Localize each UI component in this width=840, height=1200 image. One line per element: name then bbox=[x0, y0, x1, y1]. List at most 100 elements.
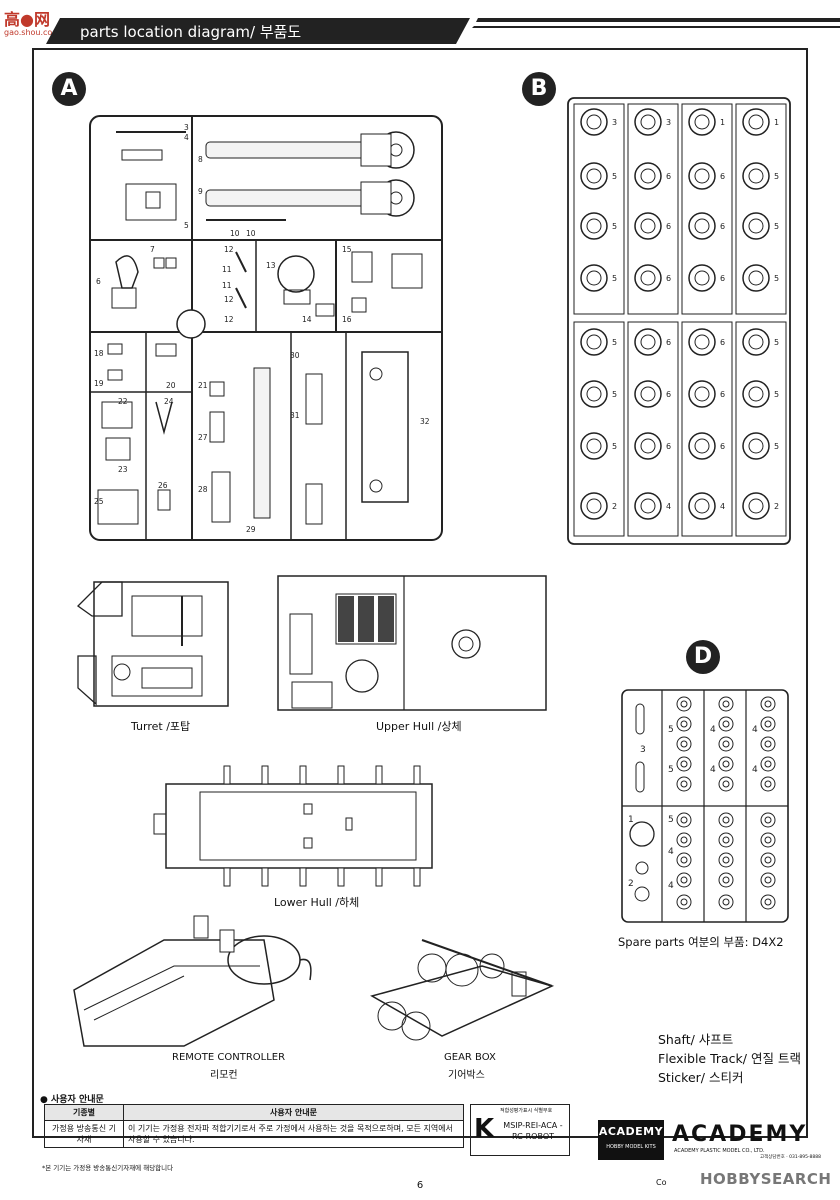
sprue-d-gear-hub bbox=[680, 876, 688, 884]
notice-row-label: 가정용 방송통신 기자재 bbox=[44, 1120, 124, 1148]
academy-hobby-logo: ACADEMY HOBBY MODEL KITS bbox=[598, 1120, 664, 1160]
sprue-b-wheel bbox=[580, 380, 608, 408]
sprue-d-gear bbox=[676, 736, 692, 752]
sprue-b-wheel bbox=[688, 380, 716, 408]
sprue-b-number: 6 bbox=[720, 338, 725, 347]
sprue-b-wheel bbox=[634, 264, 662, 292]
sprue-b-wheel bbox=[688, 108, 716, 136]
spare-parts-caption: Spare parts 여분의 부품: D4X2 bbox=[618, 935, 784, 949]
sprue-d-gear-hub bbox=[722, 780, 730, 788]
sprue-d-gear bbox=[760, 872, 776, 888]
sprue-d-gear bbox=[760, 736, 776, 752]
sprue-d-gear-hub bbox=[680, 780, 688, 788]
sprue-b-wheel-hub bbox=[748, 438, 764, 454]
sprue-a-number: 31 bbox=[290, 411, 300, 420]
sprue-b-number: 5 bbox=[612, 338, 617, 347]
sprue-b-wheel-hub bbox=[586, 168, 602, 184]
sprue-b-wheel bbox=[580, 328, 608, 356]
sprue-b-wheel-hub bbox=[748, 114, 764, 130]
sprue-b-wheel-hub bbox=[748, 218, 764, 234]
sprue-b-wheel-hub bbox=[694, 270, 710, 286]
sprue-d-gear bbox=[718, 852, 734, 868]
lower-hull-caption: Lower Hull /하체 bbox=[274, 896, 360, 909]
sprue-a-number: 9 bbox=[198, 187, 203, 196]
sprue-b-wheel-hub bbox=[748, 386, 764, 402]
sprue-b-wheel-hub bbox=[640, 438, 656, 454]
kc-box bbox=[470, 1104, 570, 1156]
sprue-d-gear bbox=[718, 832, 734, 848]
sprue-b-wheel bbox=[688, 328, 716, 356]
sprue-d-gear bbox=[760, 832, 776, 848]
sprue-b-number: 5 bbox=[774, 172, 779, 181]
sprue-b-number: 5 bbox=[774, 338, 779, 347]
sprue-a-number: 13 bbox=[266, 261, 276, 270]
sprue-b-number: 5 bbox=[612, 390, 617, 399]
notice-footnote: *본 기기는 가정용 방송통신기자재에 해당합니다 bbox=[42, 1164, 174, 1172]
sprue-d-gear bbox=[760, 776, 776, 792]
gear-box-drawing bbox=[370, 939, 555, 1041]
sprue-b-number: 3 bbox=[666, 118, 671, 127]
kc-small-text: 적합성평가표시 식별부호 bbox=[500, 1108, 553, 1114]
sprue-b-wheel-hub bbox=[748, 168, 764, 184]
sprue-b-wheel bbox=[580, 432, 608, 460]
sprue-b-wheel-hub bbox=[694, 498, 710, 514]
sprue-d-gear bbox=[718, 716, 734, 732]
sprue-d-gear bbox=[676, 832, 692, 848]
sprue-b-number: 5 bbox=[774, 222, 779, 231]
sprue-a-number: 6 bbox=[96, 277, 101, 286]
sprue-b-wheel-hub bbox=[694, 218, 710, 234]
sprue-a-number: 18 bbox=[94, 349, 104, 358]
sprue-b-wheel bbox=[688, 162, 716, 190]
sprue-b-number: 6 bbox=[720, 390, 725, 399]
remote-caption-ko: 리모컨 bbox=[210, 1070, 238, 1081]
sprue-b-number: 6 bbox=[720, 222, 725, 231]
sprue-b-number: 5 bbox=[612, 274, 617, 283]
upper-hull-caption: Upper Hull /상체 bbox=[376, 720, 462, 733]
sprue-b-wheel-hub bbox=[640, 270, 656, 286]
sprue-b-number: 6 bbox=[720, 274, 725, 283]
copyright-text: Co bbox=[656, 1178, 667, 1187]
sprue-d-gear bbox=[760, 716, 776, 732]
sprue-b-column-frame bbox=[681, 103, 733, 315]
sprue-d-gear bbox=[760, 756, 776, 772]
sprue-b-number: 6 bbox=[666, 442, 671, 451]
sprue-d-number: 1 bbox=[628, 815, 634, 825]
sprue-a-number: 22 bbox=[118, 397, 128, 406]
sprue-d-gear-hub bbox=[764, 876, 772, 884]
sprue-b-wheel bbox=[688, 264, 716, 292]
sprue-a-number: 12 bbox=[224, 295, 234, 304]
sprue-d-number: 4 bbox=[668, 847, 674, 857]
sprue-b-wheel-hub bbox=[586, 438, 602, 454]
sprue-a-number: 28 bbox=[198, 485, 208, 494]
lower-hull-drawing bbox=[153, 765, 433, 887]
sprue-b-wheel-hub bbox=[748, 334, 764, 350]
note-sticker: Sticker/ 스티커 bbox=[658, 1070, 744, 1085]
sprue-b-wheel bbox=[634, 108, 662, 136]
sprue-b-wheel-hub bbox=[586, 334, 602, 350]
kc-code: MSIP-REI-ACA -RC-ROBOT bbox=[503, 1121, 563, 1141]
sprue-b-wheel bbox=[634, 492, 662, 520]
sprue-d-gear-hub bbox=[680, 700, 688, 708]
sprue-d-gear bbox=[718, 696, 734, 712]
sprue-b-column-frame bbox=[627, 103, 679, 315]
sprue-a-number: 29 bbox=[246, 525, 256, 534]
remote-controller-drawing bbox=[73, 915, 312, 1047]
sprue-d-gear-hub bbox=[722, 876, 730, 884]
sprue-a-number: 12 bbox=[224, 315, 234, 324]
watermark-logo: 高●网 bbox=[4, 10, 50, 29]
sprue-b-wheel-hub bbox=[640, 218, 656, 234]
turret-drawing bbox=[76, 581, 229, 707]
sprue-d-gear bbox=[676, 756, 692, 772]
sprue-d-gear-hub bbox=[680, 898, 688, 906]
sprue-b-wheel-hub bbox=[586, 498, 602, 514]
sprue-a-number: 10 bbox=[246, 229, 256, 238]
sprue-b-wheel-hub bbox=[586, 386, 602, 402]
sprue-b-number: 1 bbox=[774, 118, 779, 127]
sprue-b-number: 4 bbox=[720, 502, 725, 511]
sprue-b-wheel-hub bbox=[640, 168, 656, 184]
sprue-b-column-frame bbox=[681, 321, 733, 537]
sprue-d-number: 3 bbox=[640, 745, 646, 755]
sprue-a-label: A bbox=[52, 72, 86, 106]
sprue-b-wheel bbox=[634, 162, 662, 190]
sprue-a-number: 14 bbox=[302, 315, 312, 324]
